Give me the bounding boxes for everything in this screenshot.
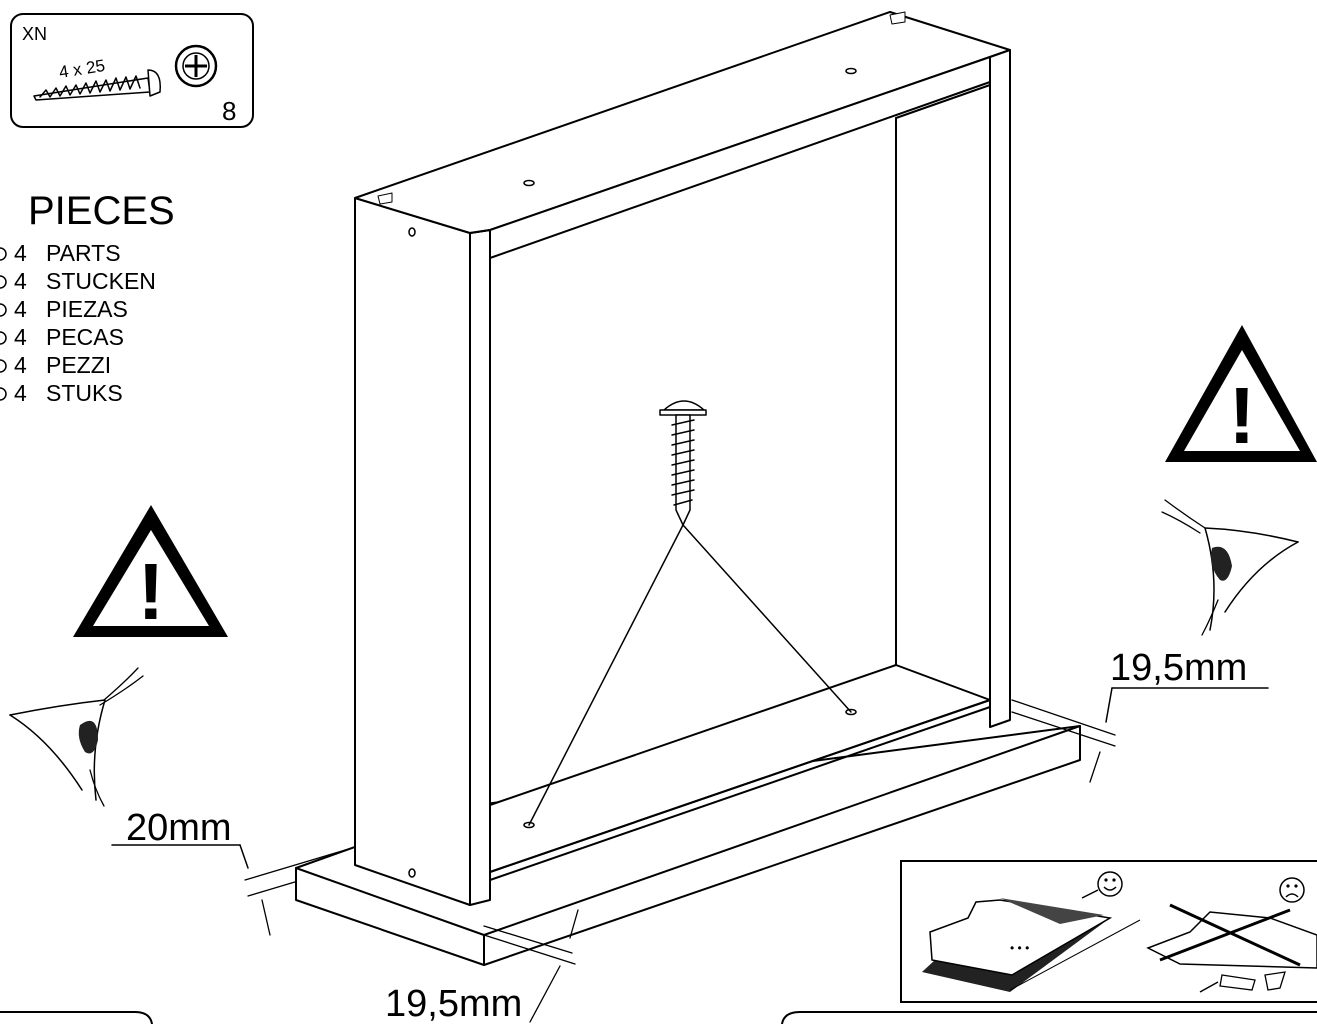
screw-box: XN 4 x 25 8 xyxy=(10,13,254,128)
pieces-line: 4 STUCKEN xyxy=(0,268,156,294)
sad-face-icon xyxy=(1279,877,1305,903)
eye-icon xyxy=(1161,499,1299,636)
dimension-bottom-label: 19,5mm xyxy=(385,983,522,1024)
dimension-left: 20mm xyxy=(111,807,356,936)
svg-text:!: ! xyxy=(138,547,165,636)
pieces-line: 4 PIEZAS xyxy=(0,296,128,322)
bottom-left-box xyxy=(0,1011,153,1024)
svg-text:!: ! xyxy=(1229,371,1256,460)
screw-callout xyxy=(528,524,852,826)
dimension-bottom: 19,5mm xyxy=(385,909,579,1024)
bottom-right-box xyxy=(781,1011,1317,1024)
svg-text:4: 4 xyxy=(14,296,27,322)
pieces-line: 4 STUKS xyxy=(0,380,123,406)
svg-text:PIEZAS: PIEZAS xyxy=(46,296,128,322)
pieces-line: 4 PECAS xyxy=(0,324,124,350)
svg-text:PARTS: PARTS xyxy=(46,240,121,266)
warning-triangle-icon: ! xyxy=(1165,325,1317,462)
svg-text:4: 4 xyxy=(14,268,27,294)
svg-text:STUKS: STUKS xyxy=(46,380,123,406)
screw-icon xyxy=(33,69,161,101)
svg-text:4: 4 xyxy=(14,352,27,378)
screw-quantity: 8 xyxy=(222,96,236,126)
svg-text:• • •: • • • xyxy=(1010,941,1029,955)
bad-example xyxy=(1146,877,1317,993)
screw-detail-icon xyxy=(659,400,707,526)
screw-code: XN xyxy=(22,24,47,44)
cabinet-frame xyxy=(295,11,1081,966)
svg-text:PECAS: PECAS xyxy=(46,324,124,350)
good-example: • • • xyxy=(922,871,1141,992)
svg-text:4: 4 xyxy=(14,240,27,266)
happy-face-icon xyxy=(1097,871,1123,897)
svg-text:STUCKEN: STUCKEN xyxy=(46,268,156,294)
pieces-line: 4 PEZZI xyxy=(0,352,111,378)
pieces-line: 4 PARTS xyxy=(0,240,121,266)
pieces-title: PIECES xyxy=(28,189,175,233)
dimension-left-label: 20mm xyxy=(126,807,232,849)
phillips-screwdriver-icon xyxy=(174,44,218,88)
surface-protection-panel: • • • xyxy=(900,860,1317,1003)
warning-triangle-icon: ! xyxy=(73,505,228,637)
dimension-right: 19,5mm xyxy=(1011,647,1269,783)
svg-text:4: 4 xyxy=(14,380,27,406)
svg-text:4: 4 xyxy=(14,324,27,350)
dimension-right-label: 19,5mm xyxy=(1110,647,1247,689)
eye-icon xyxy=(9,667,144,807)
pieces-list: PIECES 4 PARTS 4 STUCKEN 4 PIEZAS 4 PECA… xyxy=(0,189,175,406)
svg-text:PEZZI: PEZZI xyxy=(46,352,111,378)
